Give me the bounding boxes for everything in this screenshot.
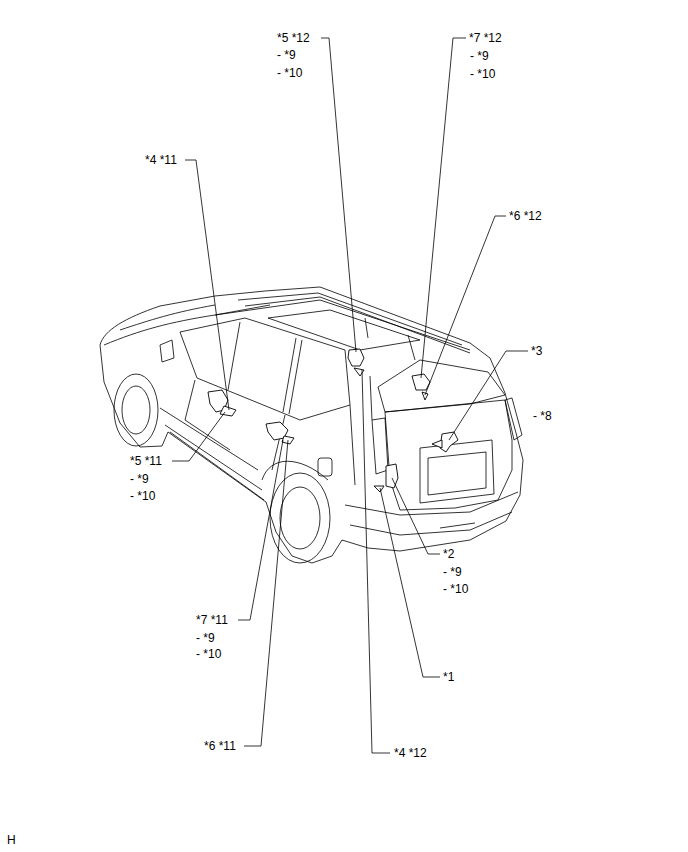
leader-line bbox=[172, 412, 225, 461]
side-windows bbox=[180, 318, 350, 420]
rear-bumper bbox=[440, 523, 475, 528]
callout-number: *4 *11 bbox=[145, 153, 177, 167]
front-wheel bbox=[122, 386, 150, 434]
callout-number: - *10 bbox=[470, 67, 495, 81]
car-body bbox=[100, 287, 523, 563]
leader-line bbox=[185, 160, 229, 410]
callout-number: - *9 bbox=[196, 631, 215, 645]
rear-lamp bbox=[505, 398, 522, 440]
sunroof bbox=[268, 310, 420, 350]
rear-bumper bbox=[345, 492, 518, 515]
tailgate bbox=[385, 400, 512, 510]
lock-part bbox=[386, 464, 398, 488]
door-lock-parts bbox=[208, 349, 458, 492]
wheel-arch bbox=[262, 461, 328, 480]
lock-part bbox=[440, 432, 458, 452]
roof-rail bbox=[245, 297, 470, 353]
front-wheel bbox=[114, 374, 158, 446]
callout-number: *7 *11 bbox=[196, 613, 228, 627]
leader-line bbox=[238, 440, 283, 620]
callout-number: *2 bbox=[443, 547, 454, 561]
callout-number: - *10 bbox=[196, 647, 221, 661]
leader-lines bbox=[172, 38, 528, 753]
callout-number: *4 *12 bbox=[394, 746, 427, 760]
callout-number: *5 *11 bbox=[130, 454, 162, 468]
mirror bbox=[160, 340, 174, 362]
rear-bumper bbox=[350, 512, 512, 535]
callout-number: - *8 bbox=[533, 409, 552, 423]
license-plate bbox=[428, 452, 486, 495]
callout-number: - *10 bbox=[130, 489, 155, 503]
callout-number: *7 *12 bbox=[469, 31, 502, 45]
rear-pillar bbox=[370, 376, 372, 420]
side-step bbox=[170, 432, 264, 500]
callout-number: - *10 bbox=[443, 582, 468, 596]
callout-number: - *10 bbox=[277, 66, 302, 80]
callout-number: - *9 bbox=[470, 49, 489, 63]
lock-part bbox=[422, 392, 428, 400]
hood-line bbox=[120, 305, 215, 330]
leader-line bbox=[449, 351, 528, 440]
callout-number: *6 *12 bbox=[509, 209, 542, 223]
callout-number: *1 bbox=[443, 670, 454, 684]
lock-part bbox=[374, 486, 384, 492]
callout-number: - *9 bbox=[130, 472, 149, 486]
leader-line bbox=[362, 370, 390, 753]
leader-line bbox=[244, 440, 288, 746]
door-line bbox=[350, 405, 355, 485]
leader-line bbox=[425, 216, 506, 395]
lock-part bbox=[432, 440, 442, 448]
callout-number: *6 *11 bbox=[204, 739, 236, 753]
rear-lamp bbox=[372, 418, 388, 474]
lock-part bbox=[220, 406, 236, 416]
leader-line bbox=[392, 478, 440, 554]
roof-line bbox=[215, 300, 470, 350]
body-outline bbox=[100, 287, 523, 563]
rear-wheel bbox=[280, 487, 320, 549]
leader-line bbox=[421, 38, 466, 378]
callout-number: *5 *12 bbox=[277, 31, 310, 45]
callout-number: - *9 bbox=[443, 565, 462, 579]
callout-number: - *9 bbox=[277, 48, 296, 62]
rear-window bbox=[378, 360, 505, 412]
window-pillar bbox=[289, 340, 302, 414]
antenna bbox=[365, 318, 368, 338]
rear-wheel bbox=[270, 473, 330, 563]
callout-number: *3 bbox=[531, 344, 542, 358]
side-step bbox=[165, 425, 262, 490]
window-pillar bbox=[228, 322, 240, 390]
leader-line bbox=[321, 38, 356, 352]
leader-line bbox=[380, 488, 440, 677]
window-pillar bbox=[283, 338, 296, 412]
plate-recess bbox=[420, 440, 494, 503]
roof-spoiler bbox=[408, 335, 415, 360]
figure-code: H bbox=[7, 833, 16, 847]
